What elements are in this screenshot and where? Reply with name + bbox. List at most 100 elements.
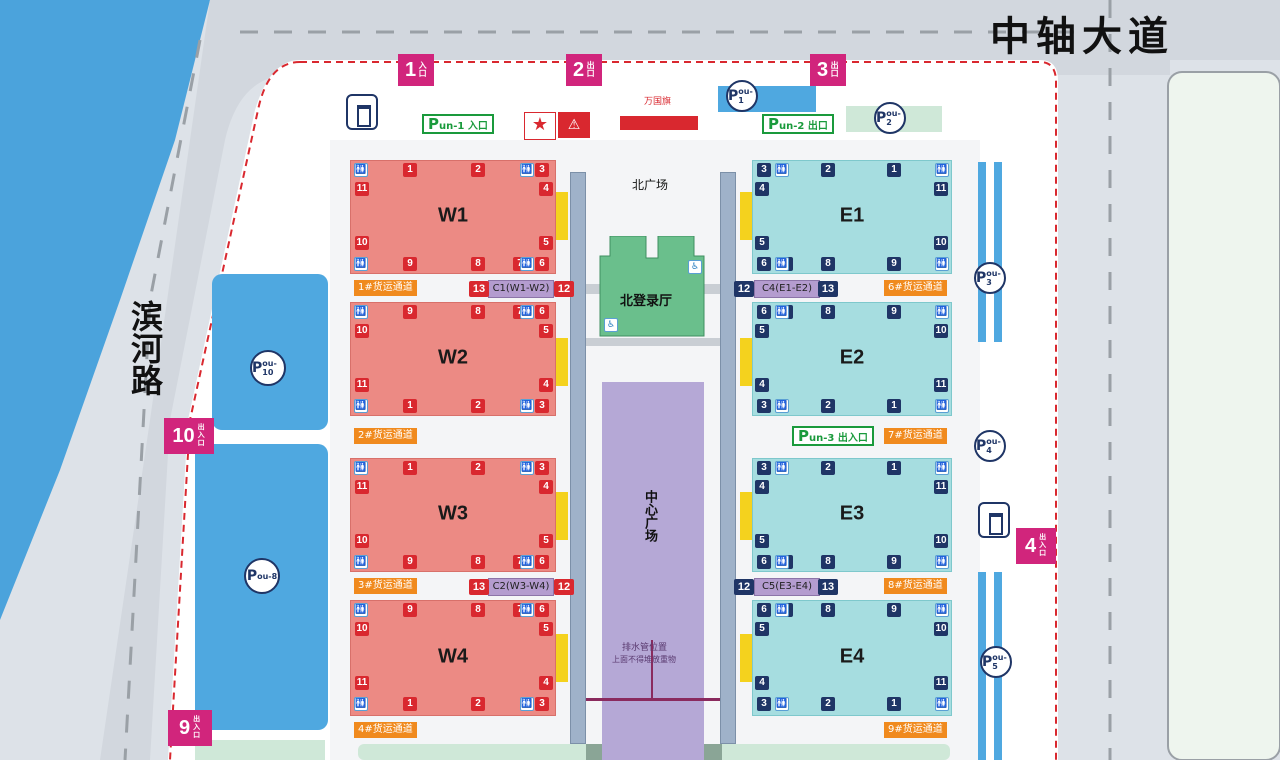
freight-channel-9: 9#货运通道	[884, 722, 947, 738]
restroom-icon: 🚻	[354, 603, 368, 617]
restroom-icon: 🚻	[935, 305, 949, 319]
door-1: 1	[887, 697, 901, 711]
restroom-icon: 🚻	[520, 603, 534, 617]
hall-e1[interactable]: E1	[752, 160, 952, 274]
corridor-c2[interactable]: C2(W3-W4)	[488, 578, 554, 596]
parking-un-3[interactable]: Pun-3 出入口	[792, 426, 874, 446]
door-11: 11	[934, 480, 948, 494]
door-10: 10	[355, 236, 369, 250]
center-plaza-area	[602, 382, 704, 760]
door-11: 11	[355, 480, 369, 494]
door-12: 12	[734, 281, 754, 297]
drain-note-1: 排水管位置	[622, 643, 668, 653]
drain-note-2: 上面不得堆放重物	[612, 655, 676, 664]
hall-w3[interactable]: W3	[350, 458, 556, 572]
restroom-icon: 🚻	[354, 257, 368, 271]
door-8: 8	[821, 555, 835, 569]
door-4: 4	[539, 480, 553, 494]
door-5: 5	[539, 622, 553, 636]
door-6: 6	[535, 603, 549, 617]
north-connector-2	[586, 338, 720, 346]
door-13: 13	[469, 579, 489, 595]
restroom-icon: 🚻	[354, 555, 368, 569]
door-1: 1	[887, 163, 901, 177]
door-13: 13	[469, 281, 489, 297]
restroom-icon: 🚻	[520, 461, 534, 475]
restroom-icon: 🚻	[775, 697, 789, 711]
freight-channel-3: 3#货运通道	[354, 578, 417, 594]
door-3: 3	[535, 163, 549, 177]
restroom-icon: 🚻	[935, 399, 949, 413]
door-1: 1	[403, 399, 417, 413]
restroom-icon: 🚻	[935, 163, 949, 177]
door-9: 9	[887, 305, 901, 319]
hall-w1[interactable]: W1	[350, 160, 556, 274]
door-10: 10	[934, 324, 948, 338]
door-6: 6	[757, 305, 771, 319]
door-4: 4	[755, 378, 769, 392]
door-2: 2	[821, 461, 835, 475]
door-9: 9	[403, 603, 417, 617]
door-5: 5	[539, 534, 553, 548]
corridor-c4[interactable]: C4(E1-E2)	[754, 280, 820, 298]
restroom-icon: 🚻	[354, 305, 368, 319]
hall-w2[interactable]: W2	[350, 302, 556, 416]
restroom-icon: 🚻	[935, 461, 949, 475]
door-12: 12	[554, 281, 574, 297]
door-8: 8	[821, 257, 835, 271]
restroom-icon: 🚻	[935, 257, 949, 271]
hall-e3[interactable]: E3	[752, 458, 952, 572]
door-11: 11	[355, 378, 369, 392]
flag-label: 万国旗	[644, 97, 672, 107]
door-8: 8	[821, 305, 835, 319]
green-strip-west	[195, 740, 325, 760]
north-road-name: 中轴大道	[990, 14, 1174, 60]
trash-icon	[978, 502, 1010, 538]
restroom-icon: 🚻	[520, 399, 534, 413]
restroom-icon: 🚻	[354, 163, 368, 177]
door-4: 4	[755, 182, 769, 196]
restroom-icon: ♿	[688, 260, 702, 274]
door-2: 2	[471, 697, 485, 711]
door-3: 3	[757, 399, 771, 413]
restroom-icon: 🚻	[520, 697, 534, 711]
restroom-icon: 🚻	[775, 603, 789, 617]
door-10: 10	[934, 236, 948, 250]
dining-strip	[556, 634, 568, 682]
door-9: 9	[403, 555, 417, 569]
door-6: 6	[535, 555, 549, 569]
parking-un-2[interactable]: Pun-2 出口	[762, 114, 834, 134]
river	[0, 0, 210, 620]
door-4: 4	[755, 480, 769, 494]
corridor-c5[interactable]: C5(E3-E4)	[754, 578, 820, 596]
corridor-c1[interactable]: C1(W1-W2)	[488, 280, 554, 298]
door-8: 8	[471, 555, 485, 569]
hall-w4[interactable]: W4	[350, 600, 556, 716]
hall-e2[interactable]: E2	[752, 302, 952, 416]
parking-un-1[interactable]: Pun-1 入口	[422, 114, 494, 134]
hall-e4[interactable]: E4	[752, 600, 952, 716]
door-13: 13	[818, 281, 838, 297]
door-8: 8	[821, 603, 835, 617]
dining-strip	[556, 338, 568, 386]
door-12: 12	[734, 579, 754, 595]
road-band	[100, 0, 1280, 760]
door-11: 11	[934, 676, 948, 690]
door-10: 10	[934, 622, 948, 636]
restroom-icon: 🚻	[775, 461, 789, 475]
freight-channel-2: 2#货运通道	[354, 428, 417, 444]
door-9: 9	[403, 257, 417, 271]
